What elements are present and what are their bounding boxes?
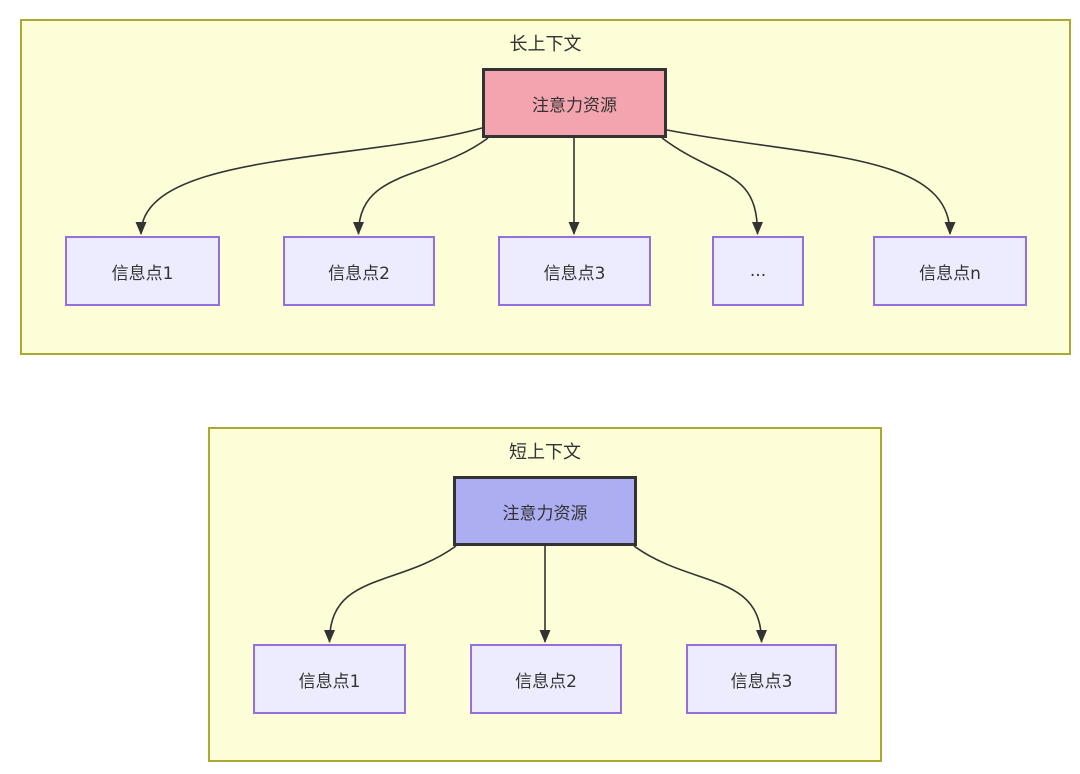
info-node-short-1: 信息点1 bbox=[253, 644, 406, 714]
attention-resource-node-short: 注意力资源 bbox=[453, 476, 637, 546]
info-node-short-2: 信息点2 bbox=[470, 644, 622, 714]
long-context-group-title: 长上下文 bbox=[509, 34, 582, 55]
info-node-long-ellipsis: ... bbox=[712, 236, 804, 306]
info-node-long-n: 信息点n bbox=[873, 236, 1027, 306]
info-node-long-1: 信息点1 bbox=[65, 236, 220, 306]
info-node-long-3: 信息点3 bbox=[498, 236, 651, 306]
attention-resource-node-long: 注意力资源 bbox=[482, 68, 667, 138]
info-node-short-3: 信息点3 bbox=[686, 644, 837, 714]
short-context-group-title: 短上下文 bbox=[509, 442, 581, 463]
info-node-long-2: 信息点2 bbox=[283, 236, 435, 306]
